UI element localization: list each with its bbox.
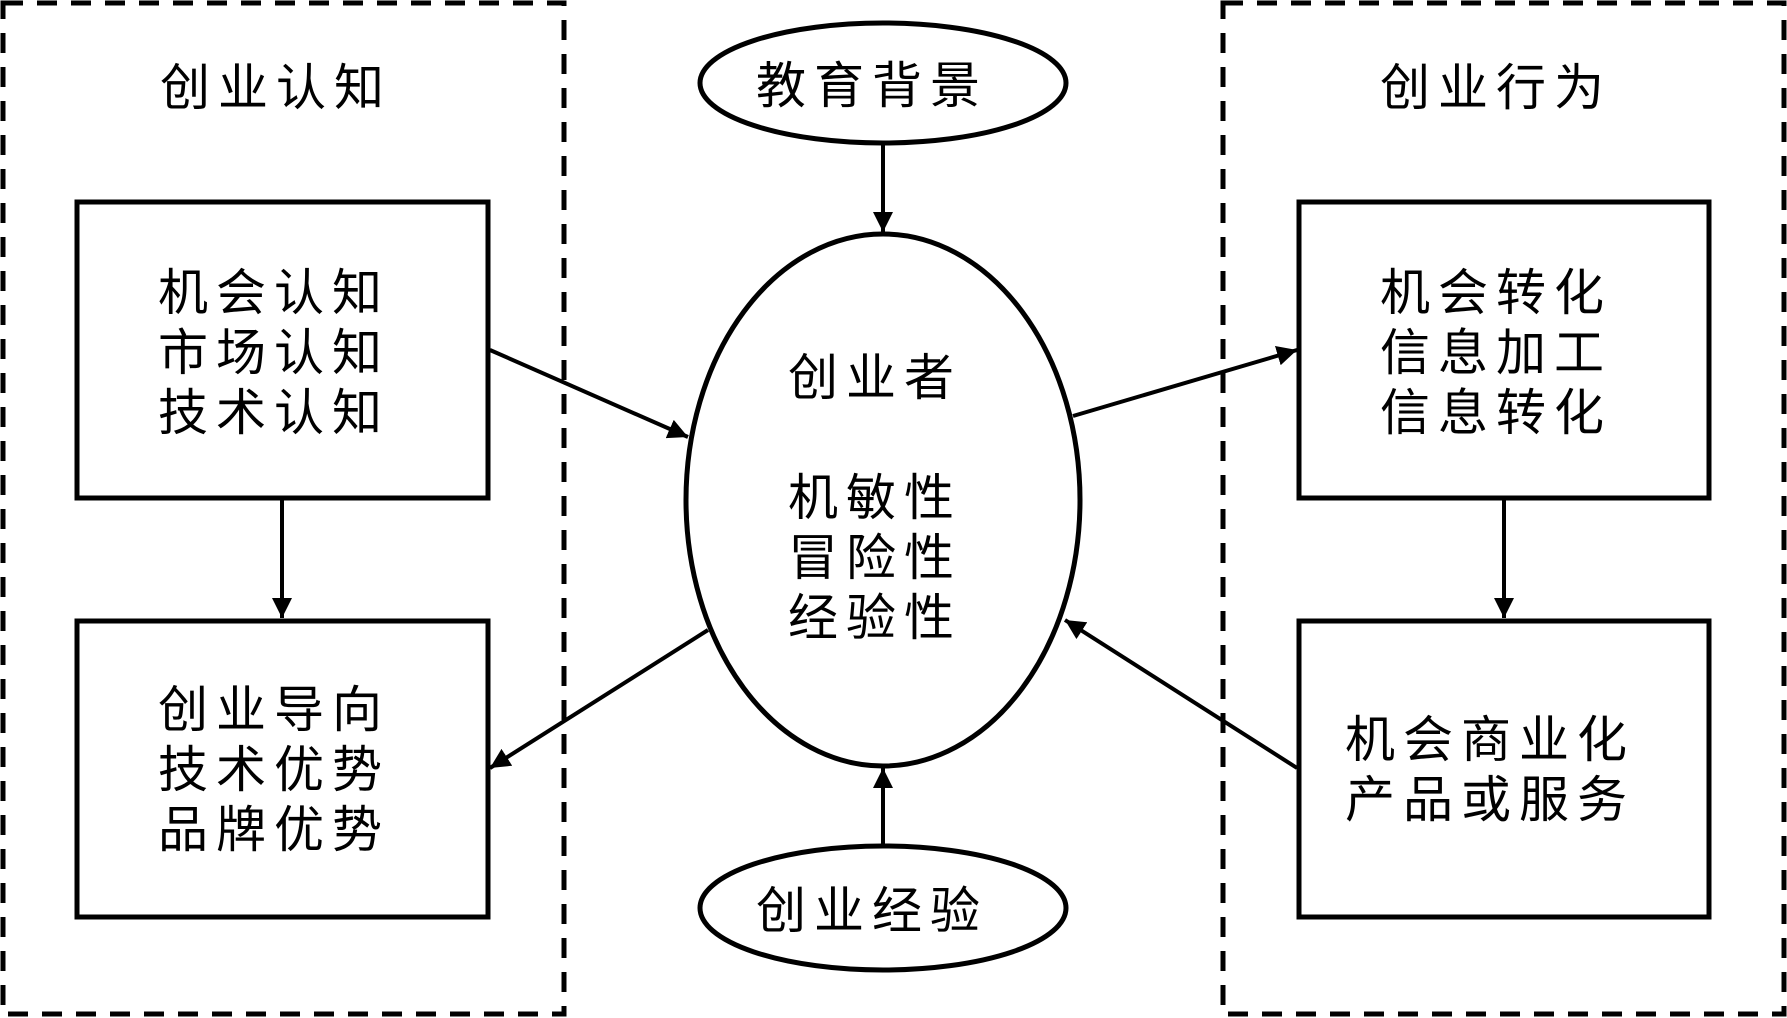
education-label: 教育背景 (756, 57, 988, 115)
node-line: 技术优势 (158, 741, 390, 799)
node-line: 机会商业化 (1345, 711, 1635, 769)
entrepreneur-trait: 经验性 (788, 589, 962, 647)
arrow-entrepreneur-to-behavior (1072, 346, 1298, 418)
behavior-group-title: 创业行为 (1380, 59, 1612, 117)
cognition-top-node: 机会认知 市场认知 技术认知 (74, 199, 491, 501)
cognition-bottom-node: 创业导向 技术优势 品牌优势 (74, 618, 491, 920)
arrow-cognition-to-entrepreneur (489, 348, 689, 439)
node-line: 机会认知 (158, 264, 390, 322)
node-line: 品牌优势 (158, 801, 390, 859)
entrepreneur-node: 创业者 机敏性 冒险性 经验性 (683, 231, 1083, 769)
node-line: 机会转化 (1380, 264, 1612, 322)
experience-label: 创业经验 (756, 882, 988, 940)
node-line: 创业导向 (158, 681, 390, 739)
behavior-top-node: 机会转化 信息加工 信息转化 (1296, 199, 1712, 501)
arrow-entrepreneur-to-orientation (488, 628, 710, 770)
node-line: 信息加工 (1380, 324, 1612, 382)
education-node: 教育背景 (697, 20, 1069, 146)
arrow-commercialization-to-entrepreneur (1063, 618, 1299, 770)
node-line: 市场认知 (158, 324, 390, 382)
behavior-group-border (1220, 0, 1787, 1017)
node-line: 技术认知 (158, 384, 390, 442)
node-line: 产品或服务 (1345, 771, 1635, 829)
entrepreneur-trait: 机敏性 (788, 469, 962, 527)
cognition-group-title: 创业认知 (160, 59, 392, 117)
entrepreneur-title: 创业者 (788, 349, 962, 407)
experience-node: 创业经验 (697, 843, 1069, 973)
node-line: 信息转化 (1380, 384, 1612, 442)
behavior-bottom-node: 机会商业化 产品或服务 (1296, 618, 1712, 920)
entrepreneur-trait: 冒险性 (788, 529, 962, 587)
cognition-group-border (0, 0, 567, 1017)
